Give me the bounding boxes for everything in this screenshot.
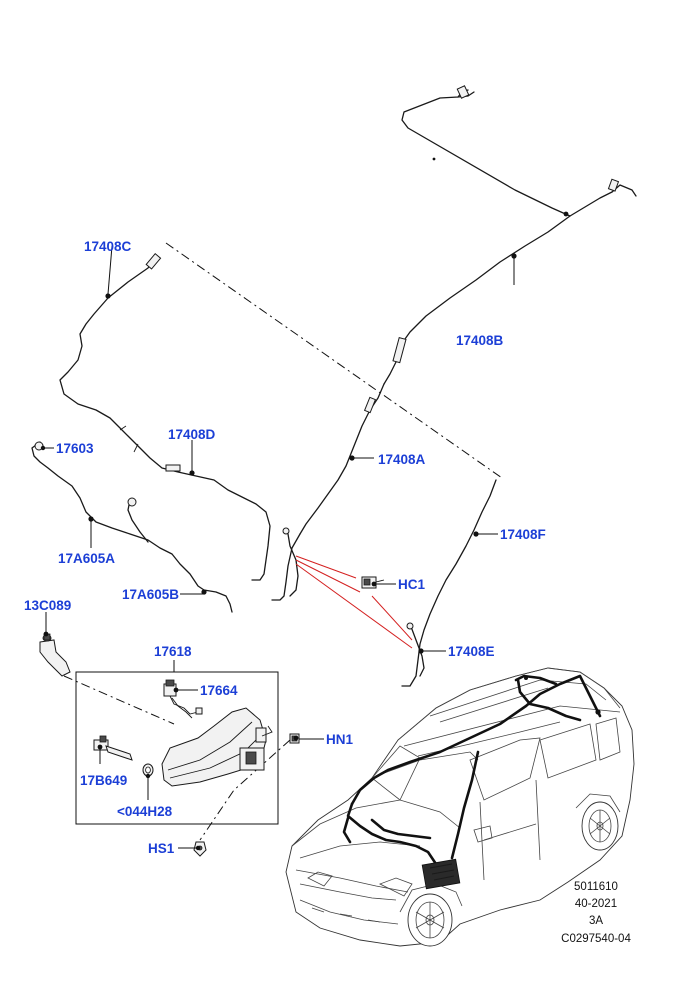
label-HS1: HS1: [148, 841, 175, 856]
part-17664: [163, 679, 203, 719]
label-17B649: 17B649: [80, 773, 127, 788]
part-labels: 17408C 17408B 17408D 17408A 17603 17A605…: [24, 239, 546, 856]
reference-line-1: 5011610: [574, 881, 618, 893]
label-17408D: 17408D: [168, 427, 216, 442]
hose-17408B: [383, 85, 637, 385]
label-17603: 17603: [56, 441, 94, 456]
vehicle-illustration: [285, 667, 635, 947]
reference-line-2: 40-2021: [575, 898, 617, 910]
hose-17A605A: [31, 441, 233, 613]
label-17408A: 17408A: [378, 452, 426, 467]
part-13C089: [39, 633, 71, 677]
label-17408C: 17408C: [84, 239, 132, 254]
reference-line-4: C0297540-04: [561, 933, 631, 945]
reference-line-3: 3A: [589, 915, 603, 927]
clip-HC1: [361, 576, 385, 589]
connection-lines: [63, 242, 503, 841]
label-HN1: HN1: [326, 732, 353, 747]
assembly-box-17618: [75, 660, 279, 825]
washer-reservoir: [161, 707, 273, 787]
fastener-HS1: [193, 841, 207, 857]
hose-17408C: [59, 253, 271, 581]
label-13C089: 13C089: [24, 598, 71, 613]
part-17B649: [93, 735, 133, 764]
label-17408F: 17408F: [500, 527, 546, 542]
part-044H28: [142, 763, 154, 800]
label-HC1: HC1: [398, 577, 425, 592]
label-17618: 17618: [154, 644, 192, 659]
label-17A605B: 17A605B: [122, 587, 179, 602]
hose-17408A: [271, 383, 385, 601]
label-044H28: <044H28: [117, 804, 173, 819]
reference-block: 5011610 40-2021 3A C0297540-04: [561, 881, 631, 945]
label-17408E: 17408E: [448, 644, 495, 659]
label-leaders: [43, 245, 498, 851]
label-17408B: 17408B: [456, 333, 504, 348]
label-17664: 17664: [200, 683, 238, 698]
label-17A605A: 17A605A: [58, 551, 115, 566]
hc1-callout-lines: [295, 555, 413, 649]
